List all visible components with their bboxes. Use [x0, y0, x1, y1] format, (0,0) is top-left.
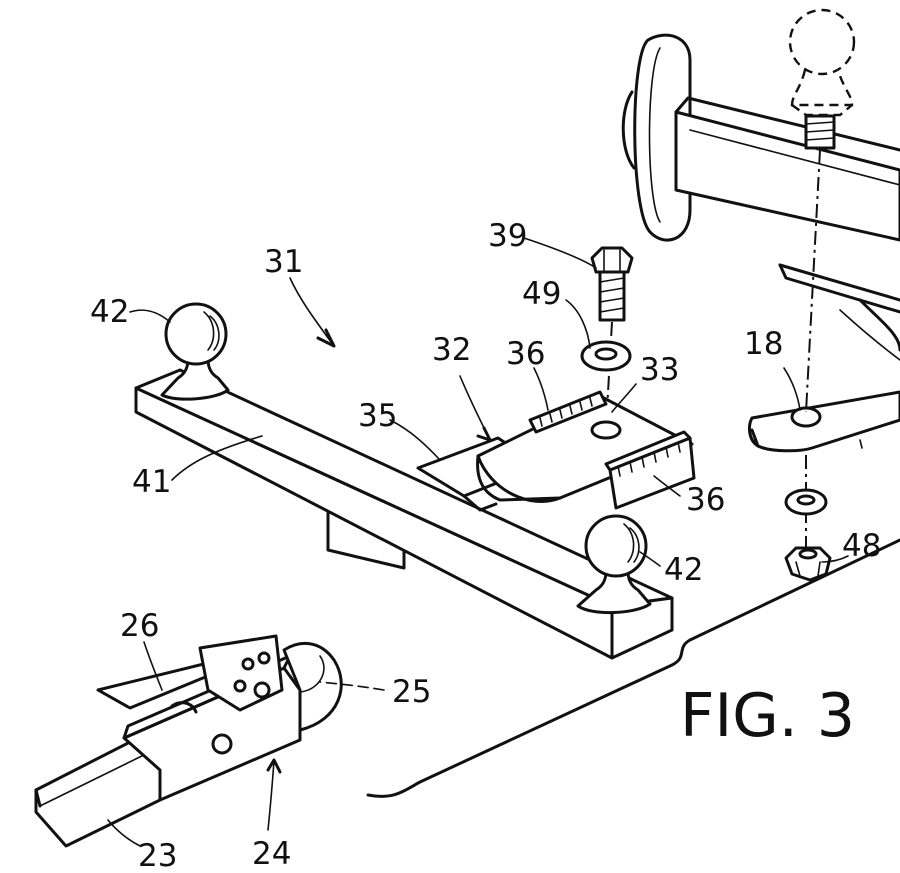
- label-23: 23: [138, 838, 177, 873]
- label-24: 24: [252, 836, 291, 872]
- serrated-block-36-lower: [604, 430, 696, 510]
- optional-hitch-ball: [788, 8, 856, 150]
- vehicle-bumper-assembly: [621, 33, 900, 361]
- label-42-left: 42: [90, 294, 129, 330]
- adjustable-plate-33: [476, 394, 694, 503]
- label-33: 33: [640, 352, 679, 388]
- label-36-lower: 36: [686, 482, 725, 518]
- label-32: 32: [432, 332, 471, 368]
- label-48: 48: [842, 528, 881, 564]
- latch-lever-26: [96, 634, 284, 714]
- hitch-bar-41: [134, 368, 674, 660]
- figure-title: FIG. 3: [680, 681, 855, 751]
- label-49: 49: [522, 276, 561, 312]
- coupler-socket-25: [282, 641, 343, 732]
- mounting-surface-outline: [366, 538, 900, 798]
- label-25: 25: [392, 674, 431, 710]
- label-31: 31: [264, 244, 303, 280]
- hitch-ball-42-right: [576, 514, 652, 615]
- assembly-axis-right: [805, 149, 821, 413]
- bolt-39: [590, 246, 634, 322]
- nut-48: [784, 546, 832, 582]
- lock-washer-right: [784, 488, 828, 516]
- label-41: 41: [132, 464, 171, 500]
- trailer-tongue-23: [34, 740, 162, 848]
- leader-lines: [107, 237, 849, 847]
- label-18: 18: [744, 326, 783, 362]
- hitch-ball-42-left: [160, 302, 230, 401]
- label-26: 26: [120, 608, 159, 644]
- washer-49: [580, 340, 632, 372]
- receiver-plate-18: [748, 390, 900, 453]
- label-39: 39: [488, 218, 527, 254]
- serrated-block-36-upper: [528, 390, 608, 434]
- label-36-upper: 36: [506, 336, 545, 372]
- label-35: 35: [358, 398, 397, 434]
- label-42-right: 42: [664, 552, 703, 588]
